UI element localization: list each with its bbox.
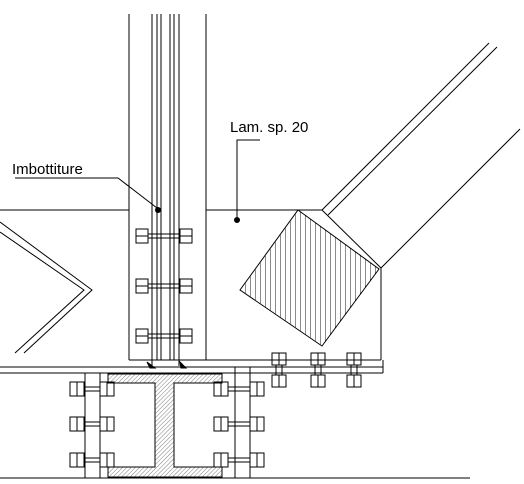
bolt-group-flange [271,352,362,388]
bolt [135,278,193,294]
bolt [135,328,193,344]
bolt [271,352,287,388]
plate-note-leader [234,139,260,223]
bolt [310,352,326,388]
bolt [346,352,362,388]
filler-note-leader [15,177,161,213]
bolt [213,452,265,468]
right-brace [321,42,521,269]
column-base [146,360,188,369]
bolt [135,228,193,244]
column [128,14,207,361]
bolt [213,416,265,432]
bolt-group-web-left [69,381,115,468]
plate-note-label: Lam. sp. 20 [230,119,308,136]
i-section [107,373,223,478]
bolt-group-web-right [213,381,265,468]
filler-note-label: Imbottiture [12,161,83,178]
bolt-group-column [135,228,193,344]
bolt [213,381,265,397]
left-brace [0,221,93,354]
bolt [69,381,115,397]
bolt [69,452,115,468]
brace-hatched-section [239,209,380,347]
bolt [69,416,115,432]
gusset-plate [0,209,382,361]
